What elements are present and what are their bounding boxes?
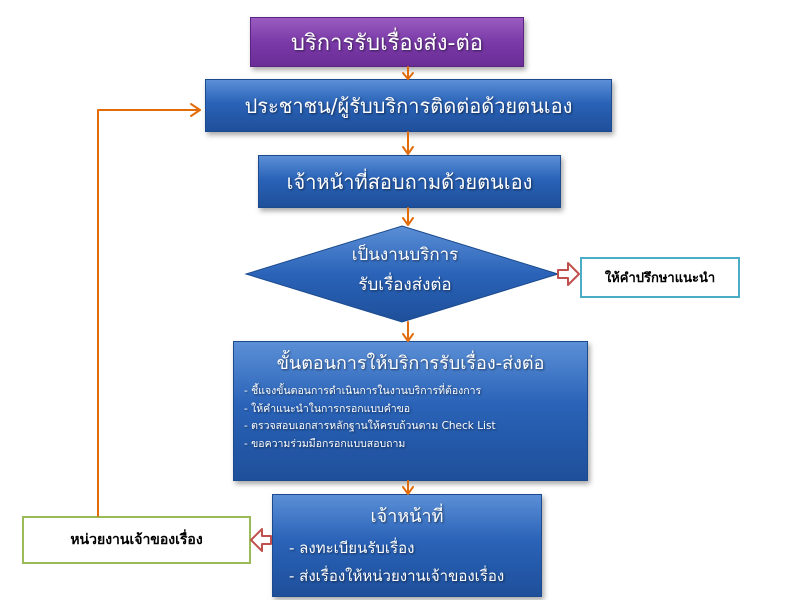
procedure-title: ขั้นตอนการให้บริการรับเรื่อง-ส่งต่อ [276,353,545,374]
officer-title: เจ้าหน้าที่ [370,506,444,527]
procedure-item: - ขอความร่วมมือกรอกแบบสอบถาม [244,437,406,450]
officer-box: เจ้าหน้าที่ - ลงทะเบียนรับเรื่อง - ส่งเร… [272,494,542,597]
decision-line-2: รับเรื่องส่งต่อ [358,275,452,295]
agency-text: หน่วยงานเจ้าของเรื่อง [70,532,203,548]
title-text: บริการรับเรื่องส่ง-ต่อ [291,30,483,56]
procedure-box: ขั้นตอนการให้บริการรับเรื่อง-ส่งต่อ - ชี… [233,341,588,481]
officer-item: - ลงทะเบียนรับเรื่อง [289,539,415,557]
advice-text: ให้คำปรึกษาแนะนำ [604,271,716,286]
decision-diamond [244,225,560,323]
advice-box: ให้คำปรึกษาแนะนำ [580,257,740,298]
inquiry-step-text: เจ้าหน้าที่สอบถามด้วยตนเอง [286,169,533,194]
contact-step-text: ประชาชน/ผู้รับบริการติดต่อด้วยตนเอง [244,93,573,118]
procedure-item: - ตรวจสอบเอกสารหลักฐานให้ครบถ้วนตาม Chec… [244,420,496,432]
agency-box: หน่วยงานเจ้าของเรื่อง [22,516,251,564]
feedback-loop-arrow [97,109,201,517]
arrow-officer-to-agency [250,528,272,552]
arrow-decision-to-advice [557,262,580,286]
inquiry-step-box: เจ้าหน้าที่สอบถามด้วยตนเอง [258,155,561,208]
officer-item: - ส่งเรื่องให้หน่วยงานเจ้าของเรื่อง [289,567,505,585]
decision-line-1: เป็นงานบริการ [351,245,459,265]
title-box: บริการรับเรื่องส่ง-ต่อ [250,17,524,67]
procedure-item: - ชี้แจงขั้นตอนการดำเนินการในงานบริการที… [244,385,482,397]
procedure-item: - ให้คำแนะนำในการกรอกแบบคำขอ [244,402,411,415]
decision-text: เป็นงานบริการ รับเรื่องส่งต่อ [300,240,510,300]
